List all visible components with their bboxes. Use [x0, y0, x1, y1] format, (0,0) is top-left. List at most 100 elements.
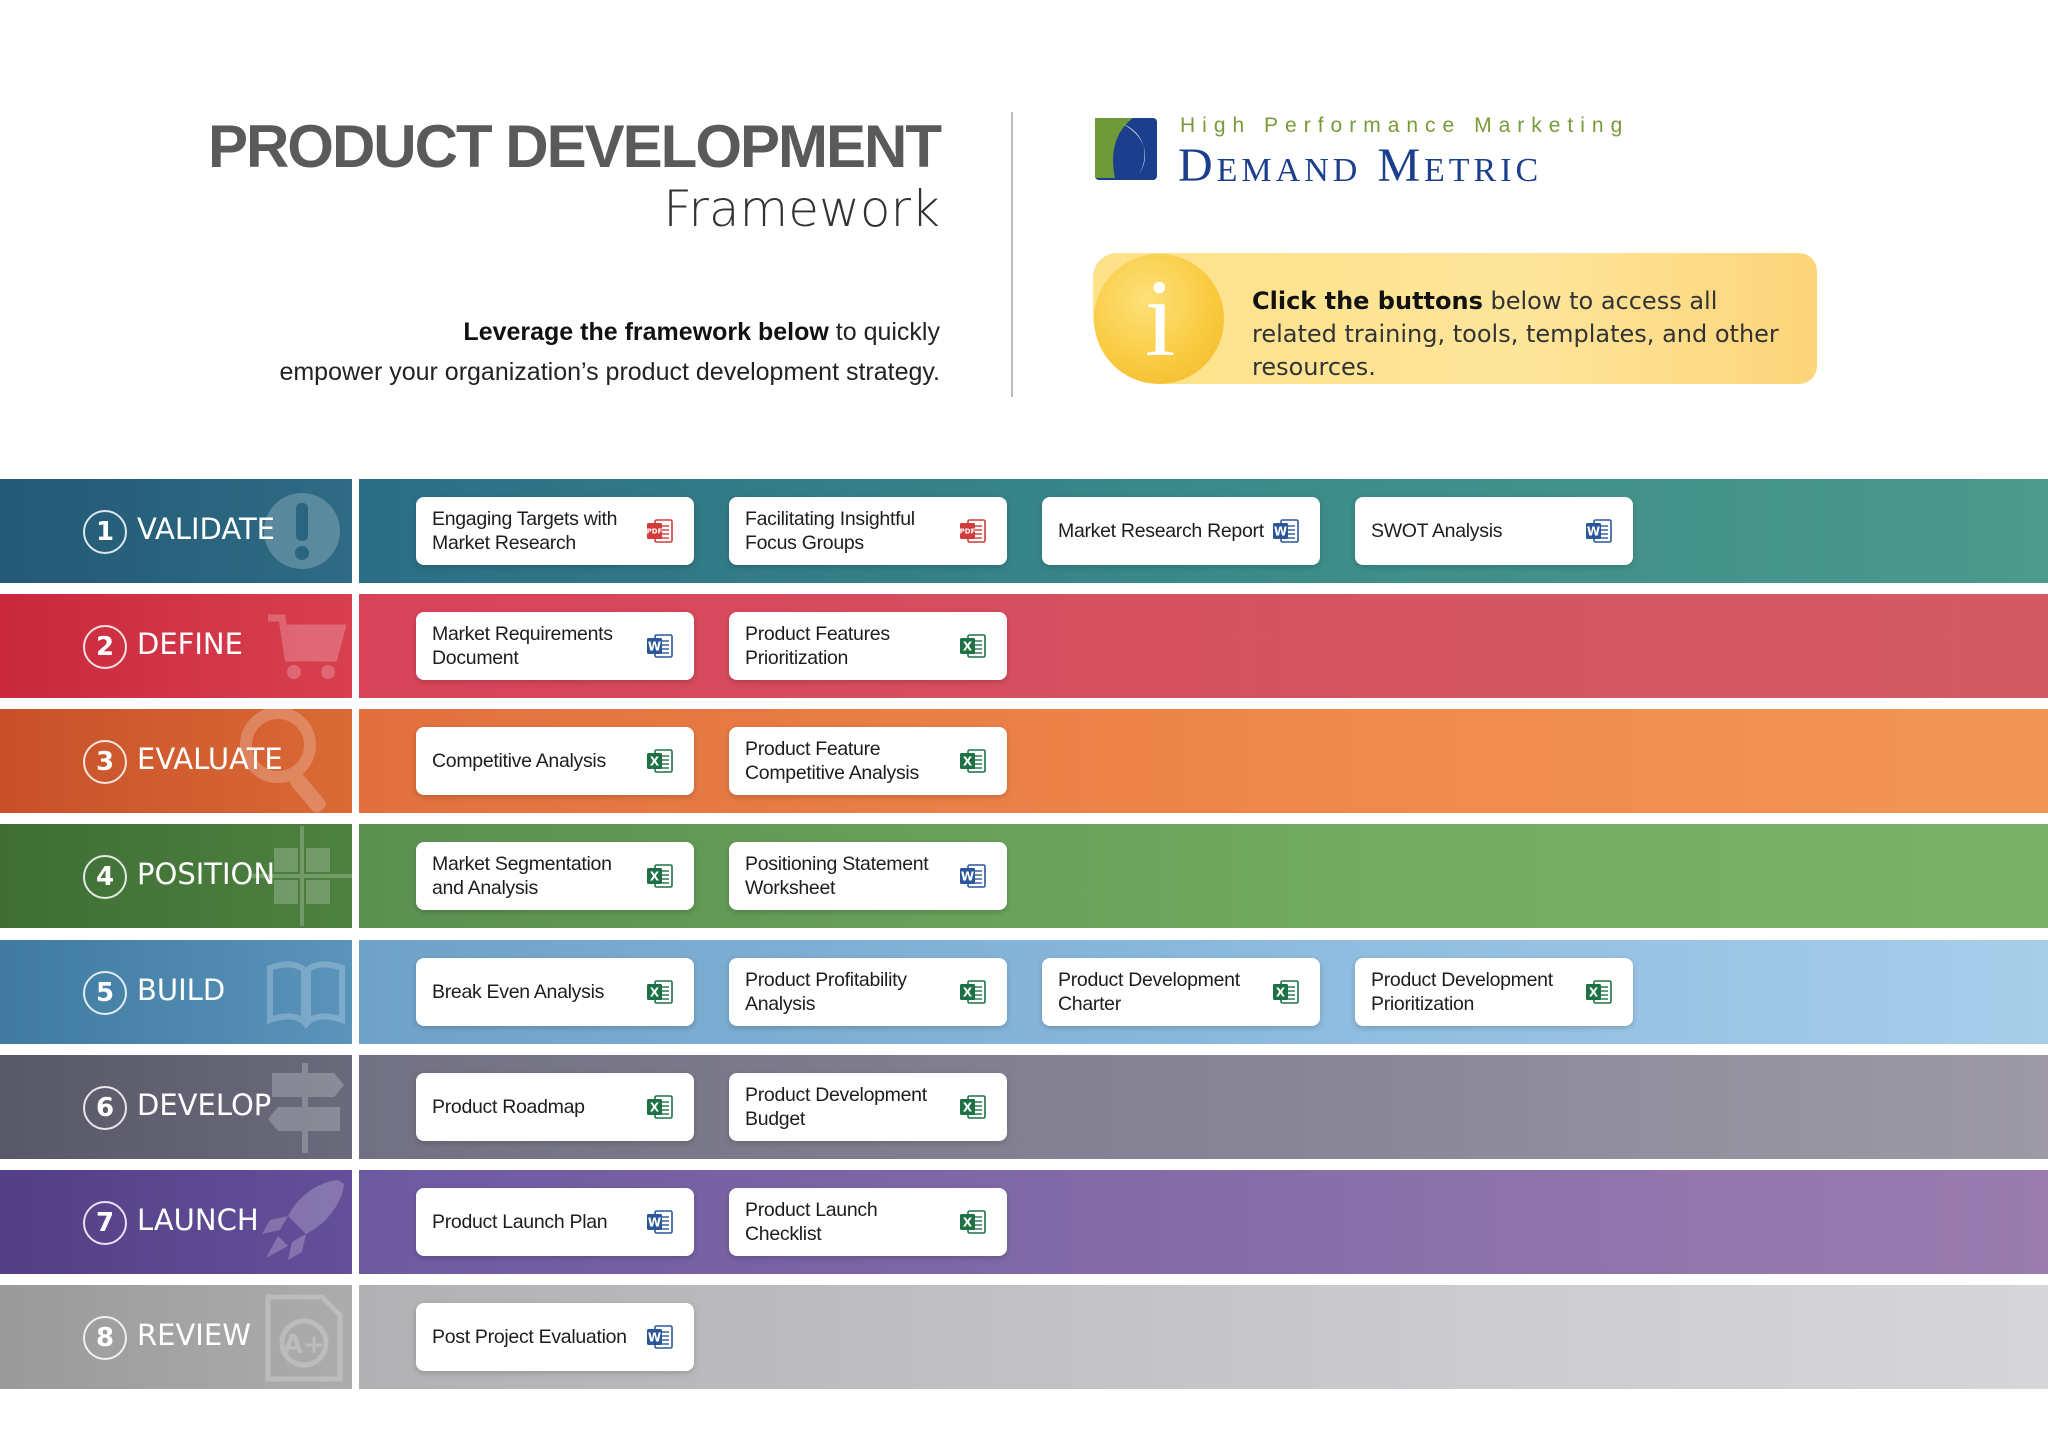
pdf-file-icon: PDF: [959, 517, 987, 545]
excel-file-icon: X: [646, 747, 674, 775]
info-bold: Click the buttons: [1252, 287, 1483, 315]
resource-title: Product Development Budget: [745, 1084, 927, 1130]
svg-text:X: X: [650, 986, 660, 1000]
resource-title: SWOT Analysis: [1371, 520, 1503, 542]
excel-file-icon: X: [646, 978, 674, 1006]
svg-text:X: X: [650, 870, 660, 884]
resource-button[interactable]: Product Development Budget X: [729, 1073, 1007, 1141]
page-subtitle: Framework: [663, 180, 940, 238]
step-name: BUILD: [137, 973, 226, 1007]
resource-button[interactable]: Competitive Analysis X: [416, 727, 694, 795]
intro-bold: Leverage the framework below: [463, 318, 829, 346]
svg-text:PDF: PDF: [960, 528, 976, 536]
grid-target-icon: [252, 826, 352, 928]
step-name: EVALUATE: [137, 742, 283, 776]
resource-title: Product Features Prioritization: [745, 623, 890, 669]
step-number: 5: [83, 971, 127, 1015]
step-name: REVIEW: [137, 1318, 251, 1352]
svg-text:X: X: [963, 755, 973, 769]
svg-text:X: X: [963, 1216, 973, 1230]
step-number: 4: [83, 855, 127, 899]
resource-title: Product Launch Checklist: [745, 1199, 878, 1245]
resource-title: Engaging Targets with Market Research: [432, 508, 618, 554]
step-number: 6: [83, 1086, 127, 1130]
word-file-icon: W: [646, 1208, 674, 1236]
demand-metric-logo-icon: [1095, 118, 1157, 180]
excel-file-icon: X: [1272, 978, 1300, 1006]
framework-row-validate: 1 VALIDATE Engaging Targets with Market Re…: [0, 479, 2048, 583]
resource-button[interactable]: Market Requirements Document W: [416, 612, 694, 680]
header-divider: [1011, 112, 1013, 397]
svg-text:X: X: [650, 755, 660, 769]
excel-file-icon: X: [646, 1093, 674, 1121]
resource-title: Facilitating Insightful Focus Groups: [745, 508, 915, 554]
step-number: 1: [83, 510, 127, 554]
word-file-icon: W: [1272, 517, 1300, 545]
resource-title: Competitive Analysis: [432, 750, 606, 772]
resource-button[interactable]: Product Roadmap X: [416, 1073, 694, 1141]
exclamation-icon: [262, 491, 342, 576]
excel-file-icon: X: [959, 1093, 987, 1121]
resource-title: Break Even Analysis: [432, 981, 605, 1003]
step-label-build: 5 BUILD: [0, 940, 352, 1044]
info-text: Click the buttons below to access all re…: [1252, 285, 1792, 384]
info-icon: i: [1144, 257, 1176, 379]
grade-document-icon: A+: [264, 1293, 344, 1388]
resource-button[interactable]: SWOT Analysis W: [1355, 497, 1633, 565]
word-file-icon: W: [646, 1323, 674, 1351]
step-number: 8: [83, 1316, 127, 1360]
word-file-icon: W: [646, 632, 674, 660]
svg-text:W: W: [1587, 525, 1600, 539]
intro-line2: empower your organization’s product deve…: [279, 358, 940, 386]
signpost-icon: [266, 1063, 346, 1158]
svg-text:W: W: [1274, 525, 1287, 539]
svg-text:X: X: [1589, 986, 1599, 1000]
excel-file-icon: X: [959, 1208, 987, 1236]
svg-text:X: X: [1276, 986, 1286, 1000]
excel-file-icon: X: [1585, 978, 1613, 1006]
resource-button[interactable]: Product Features Prioritization X: [729, 612, 1007, 680]
svg-text:W: W: [648, 640, 661, 654]
resource-title: Market Requirements Document: [432, 623, 613, 669]
svg-text:PDF: PDF: [647, 528, 663, 536]
svg-text:X: X: [963, 1101, 973, 1115]
svg-text:X: X: [963, 986, 973, 1000]
excel-file-icon: X: [959, 747, 987, 775]
step-name: VALIDATE: [137, 512, 275, 546]
resource-button[interactable]: Engaging Targets with Market Research PDF: [416, 497, 694, 565]
resource-title: Product Roadmap: [432, 1096, 585, 1118]
svg-text:X: X: [963, 640, 973, 654]
resource-button[interactable]: Product Launch Checklist X: [729, 1188, 1007, 1256]
resource-button[interactable]: Break Even Analysis X: [416, 958, 694, 1026]
resource-button[interactable]: Market Research Report W: [1042, 497, 1320, 565]
logo-tagline: High Performance Marketing: [1180, 114, 1630, 137]
svg-text:W: W: [648, 1331, 661, 1345]
resource-button[interactable]: Facilitating Insightful Focus Groups PDF: [729, 497, 1007, 565]
svg-text:W: W: [648, 1216, 661, 1230]
open-book-icon: [266, 958, 346, 1033]
excel-file-icon: X: [646, 862, 674, 890]
info-icon-circle: [1094, 254, 1224, 384]
step-label-review: A+ 8 REVIEW: [0, 1285, 352, 1389]
svg-text:W: W: [961, 870, 974, 884]
resource-title: Market Research Report: [1058, 520, 1264, 542]
intro-text: Leverage the framework below to quickly …: [279, 312, 940, 392]
